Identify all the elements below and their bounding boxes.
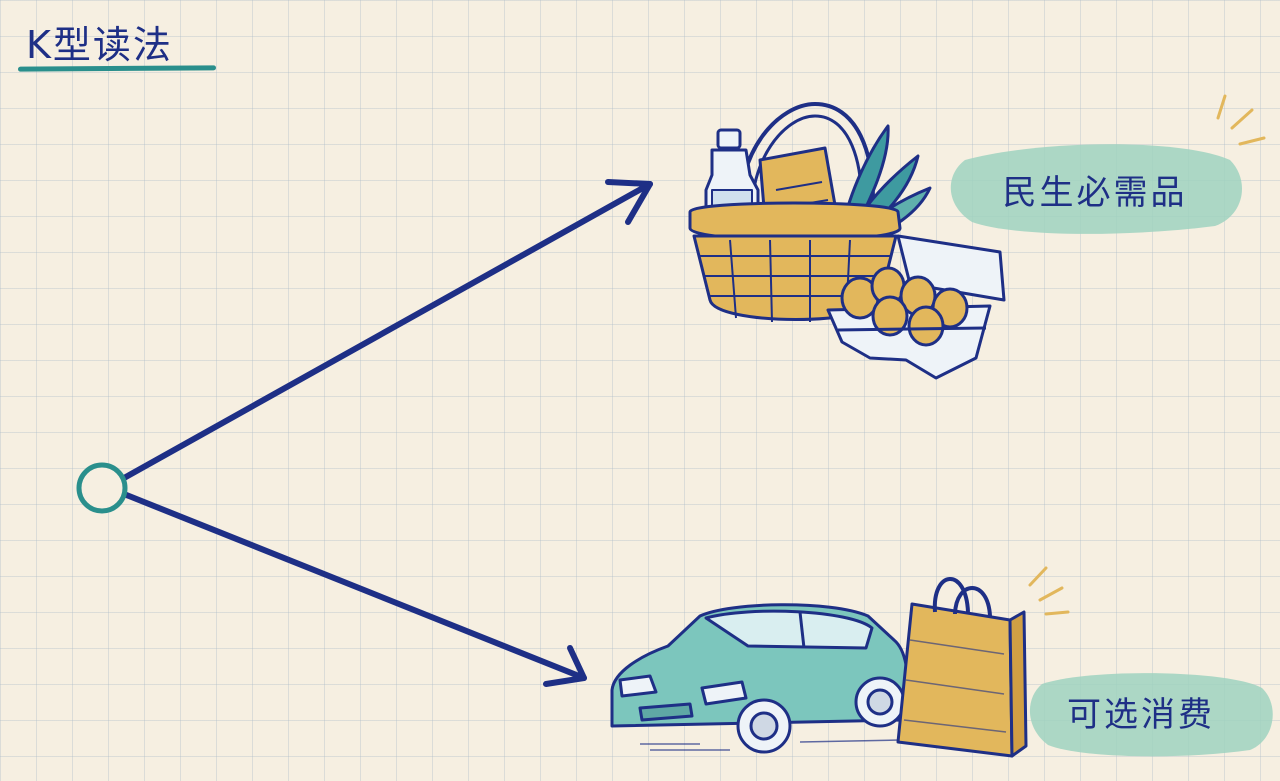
branch-label-top: 民生必需品 bbox=[1002, 173, 1188, 213]
arrow-down-line bbox=[121, 491, 587, 681]
spark-marks-top bbox=[1216, 94, 1266, 146]
origin-node bbox=[76, 462, 128, 514]
label-highlight-top bbox=[950, 144, 1242, 234]
diagram-title: K型读法 bbox=[26, 23, 173, 67]
label-highlight-bottom bbox=[1029, 673, 1273, 757]
arrow-up-line bbox=[121, 181, 653, 481]
car-icon bbox=[610, 603, 909, 754]
spark-marks-bottom bbox=[1028, 566, 1070, 616]
arrow-up-head bbox=[605, 179, 653, 225]
shopping-bag-icon bbox=[896, 577, 1028, 758]
grocery-basket-icon bbox=[688, 102, 1006, 380]
arrow-down-head bbox=[543, 645, 587, 687]
branch-label-bottom: 可选消费 bbox=[1067, 695, 1215, 735]
k-arrows bbox=[121, 179, 653, 687]
